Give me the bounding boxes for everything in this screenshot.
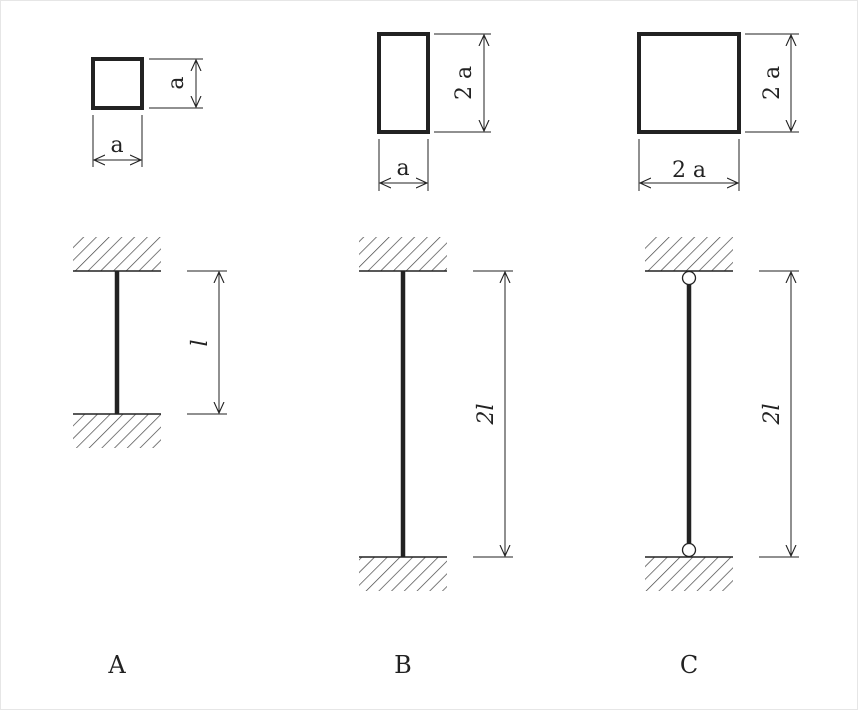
section-a-square <box>91 57 144 110</box>
column-b-length-label: 2l <box>474 403 499 425</box>
support-b-bottom-hatch <box>359 557 447 591</box>
hinge-c-top <box>681 270 697 286</box>
column-a: a a l A <box>73 57 227 679</box>
support-a-top-hatch <box>73 237 161 271</box>
hinge-c-bottom <box>681 542 697 558</box>
caption-a: A <box>107 651 126 679</box>
section-c-square <box>637 32 741 134</box>
section-b-rectangle <box>377 32 430 134</box>
section-c-height-label: 2 a <box>760 66 785 100</box>
column-c-length-label: 2l <box>760 403 785 425</box>
section-a-width-label: a <box>110 133 123 158</box>
section-b-height-label: 2 a <box>452 66 477 100</box>
support-c-top-hatch <box>645 237 733 271</box>
caption-b: B <box>394 651 412 679</box>
column-b: 2 a a 2l B <box>359 32 513 679</box>
support-a-bottom-hatch <box>73 414 161 448</box>
support-c-bottom-hatch <box>645 557 733 591</box>
section-b-width-label: a <box>396 156 409 181</box>
column-a-length-label: l <box>188 339 213 346</box>
section-c-width-label: 2 a <box>672 158 706 183</box>
support-b-top-hatch <box>359 237 447 271</box>
section-a-height-label: a <box>164 76 189 89</box>
caption-c: C <box>680 651 698 679</box>
column-c: 2 a 2 a 2l C <box>637 32 799 679</box>
